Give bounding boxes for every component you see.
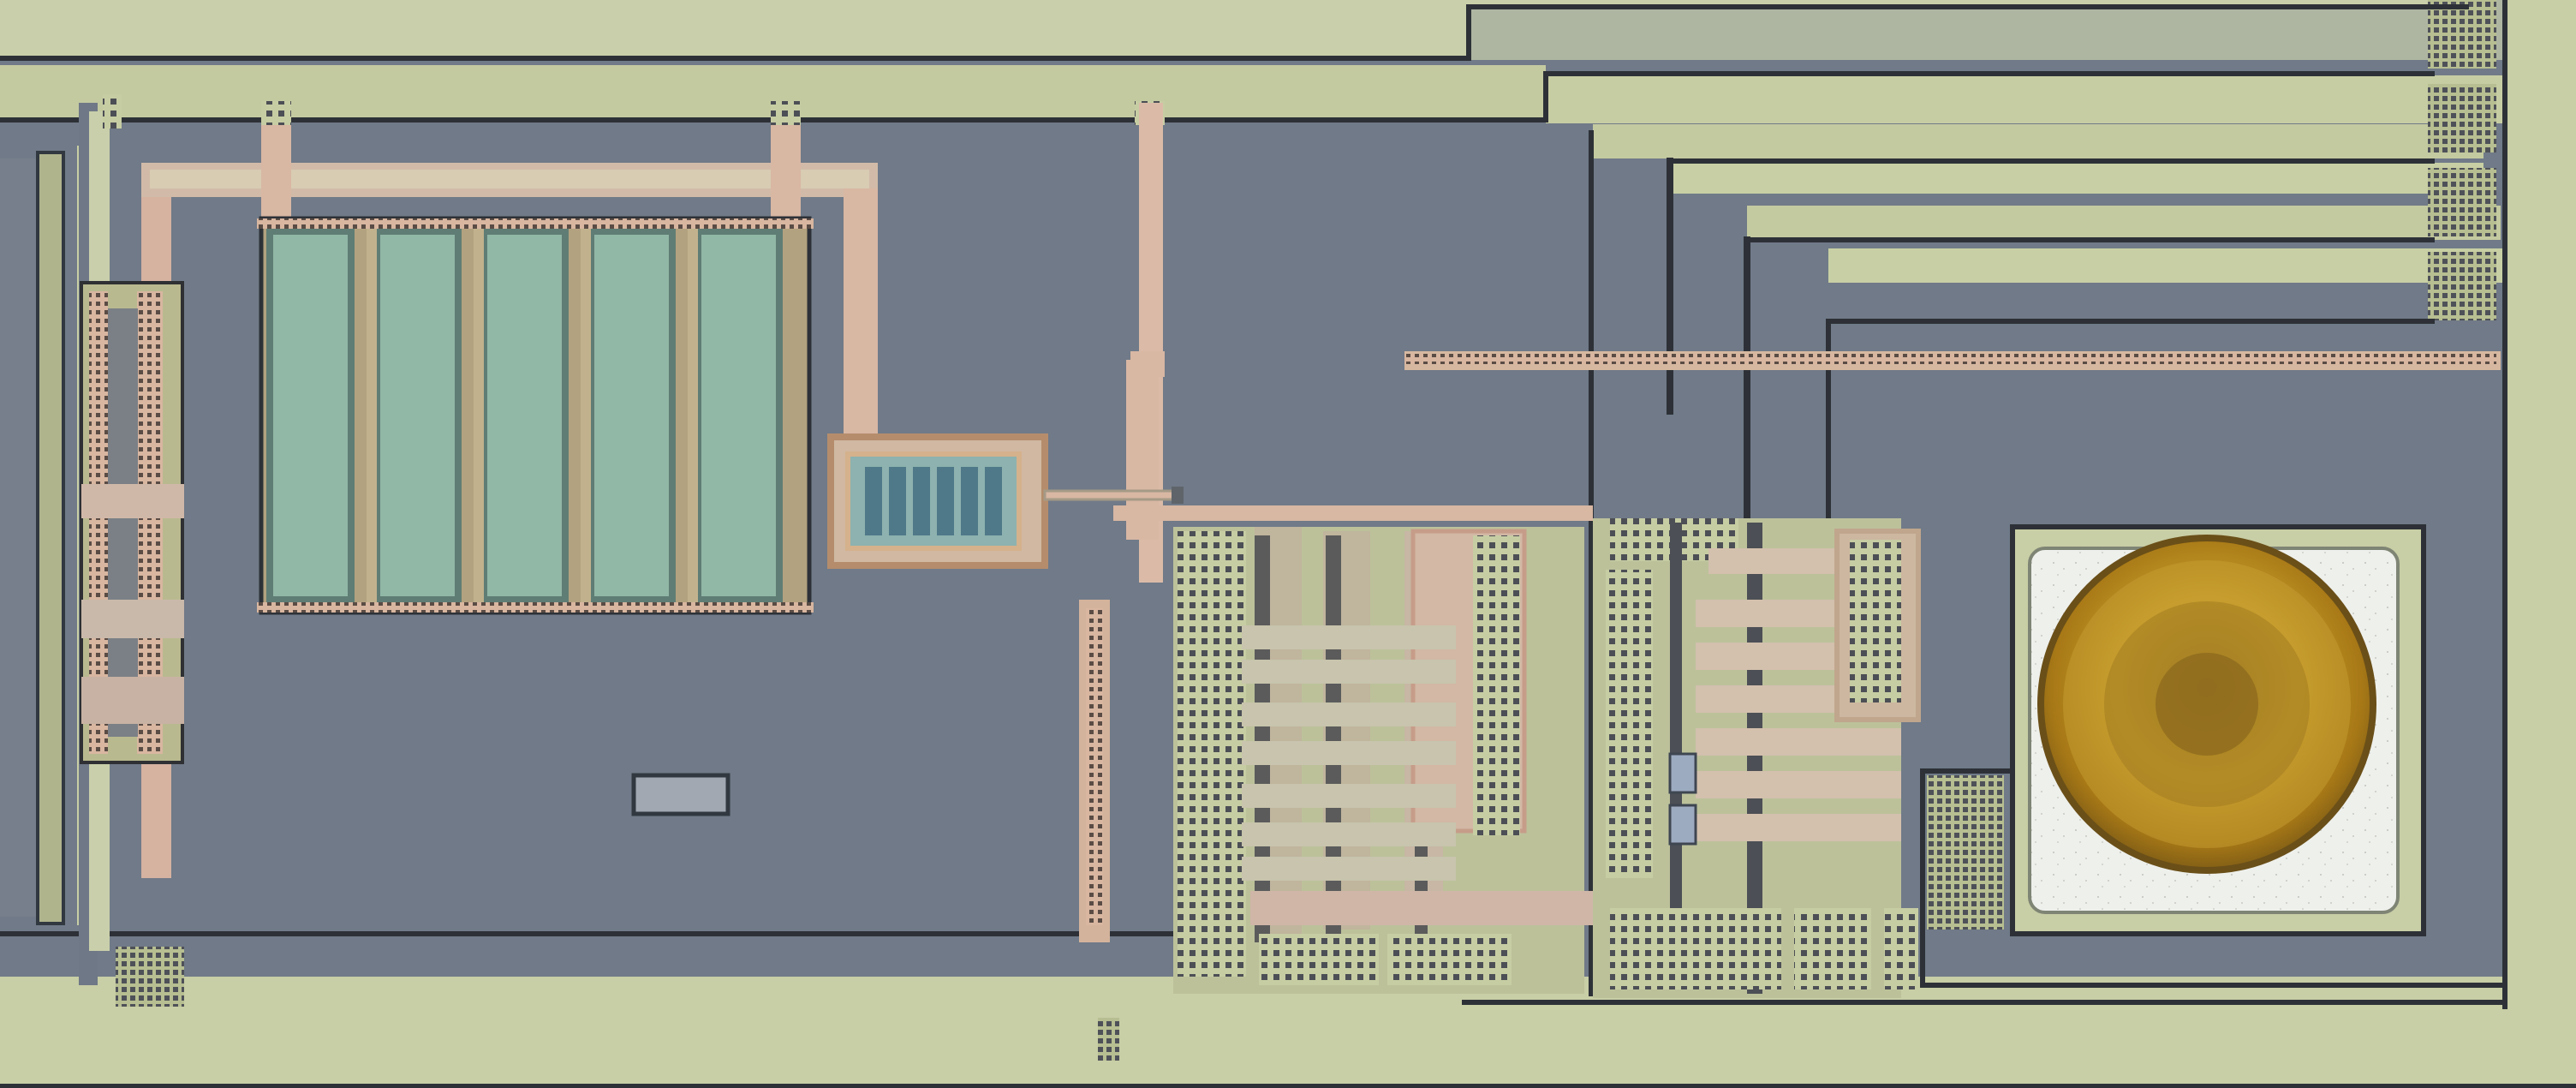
right-array-b [1593, 518, 1921, 998]
right-array-a [1173, 527, 1593, 994]
mid-routing [631, 103, 2501, 942]
capacitor-array-left [141, 101, 1165, 615]
left-transistor-column [80, 281, 184, 764]
left-routing [0, 94, 1119, 1061]
bond-pad-area [1927, 524, 2426, 936]
